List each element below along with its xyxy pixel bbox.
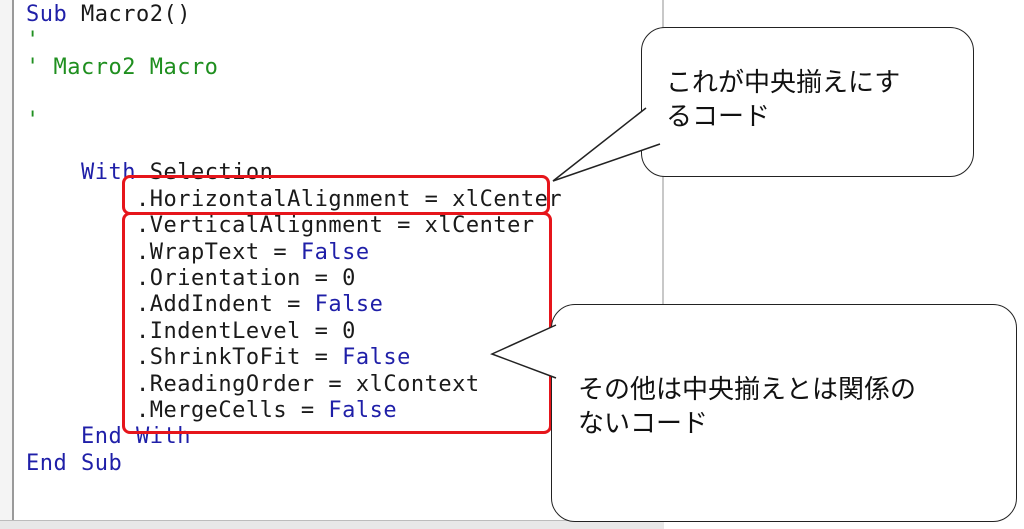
callout-bottom-line2: ないコード	[578, 409, 709, 439]
highlight-box-horizontal-alignment	[122, 175, 550, 215]
code-line[interactable]: .ShrinkToFit = False	[26, 345, 411, 371]
code-token: End Sub	[26, 450, 123, 476]
code-editor-pane[interactable]: Sub Macro2()'' Macro2 Macro' With Select…	[0, 0, 664, 529]
highlight-box-other-properties	[122, 212, 552, 434]
code-token: False	[342, 345, 411, 371]
code-line[interactable]: .Orientation = 0	[26, 266, 356, 292]
code-token: End With	[26, 424, 191, 450]
code-token: False	[314, 292, 384, 318]
code-line[interactable]: ' Macro2 Macro	[26, 55, 218, 81]
callout-top-line2: るコード	[666, 102, 771, 132]
code-token: .IndentLevel = 0	[26, 318, 356, 344]
code-line[interactable]: .ReadingOrder = xlContext	[26, 372, 480, 398]
callout-bottom: その他は中央揃えとは関係の ないコード	[551, 304, 1017, 522]
code-token: False	[300, 239, 370, 265]
code-token: .AddIndent =	[26, 292, 315, 318]
code-line[interactable]: '	[26, 108, 40, 134]
code-line[interactable]: .IndentLevel = 0	[26, 319, 356, 345]
code-line[interactable]: .HorizontalAlignment = xlCenter	[26, 187, 562, 213]
code-token: .WrapText =	[26, 239, 301, 265]
code-token: .ShrinkToFit =	[26, 345, 343, 371]
code-token: .MergeCells =	[26, 398, 329, 423]
code-token: Macro2()	[80, 2, 191, 27]
code-token: '	[26, 28, 40, 54]
code-token: .VerticalAlignment = xlCenter	[26, 213, 535, 239]
callout-bottom-line1: その他は中央揃えとは関係の	[578, 375, 917, 405]
editor-gutter	[0, 0, 14, 529]
code-line[interactable]: .MergeCells = False	[26, 398, 397, 424]
code-token: .Orientation = 0	[26, 266, 356, 291]
editor-scrollbar[interactable]	[0, 520, 664, 529]
code-token: '	[26, 107, 40, 133]
code-token: Selection	[149, 160, 274, 186]
code-token: .ReadingOrder = xlContext	[26, 371, 480, 397]
callout-top-line1: これが中央揃えにす	[666, 68, 901, 98]
code-token: ' Macro2 Macro	[26, 54, 219, 80]
code-token: Sub	[26, 2, 81, 27]
callout-top: これが中央揃えにす るコード	[641, 27, 974, 177]
editor-right-edge	[662, 0, 664, 529]
code-line[interactable]: '	[26, 28, 40, 54]
code-line[interactable]: Sub Macro2()	[26, 2, 191, 28]
code-line[interactable]: .AddIndent = False	[26, 292, 383, 318]
code-token: .HorizontalAlignment = xlCenter	[26, 186, 563, 212]
code-line[interactable]: .VerticalAlignment = xlCenter	[26, 213, 535, 239]
code-line[interactable]: End With	[26, 424, 191, 450]
code-line[interactable]: End Sub	[26, 451, 122, 477]
code-line[interactable]: .WrapText = False	[26, 240, 370, 266]
code-token: False	[328, 398, 398, 423]
